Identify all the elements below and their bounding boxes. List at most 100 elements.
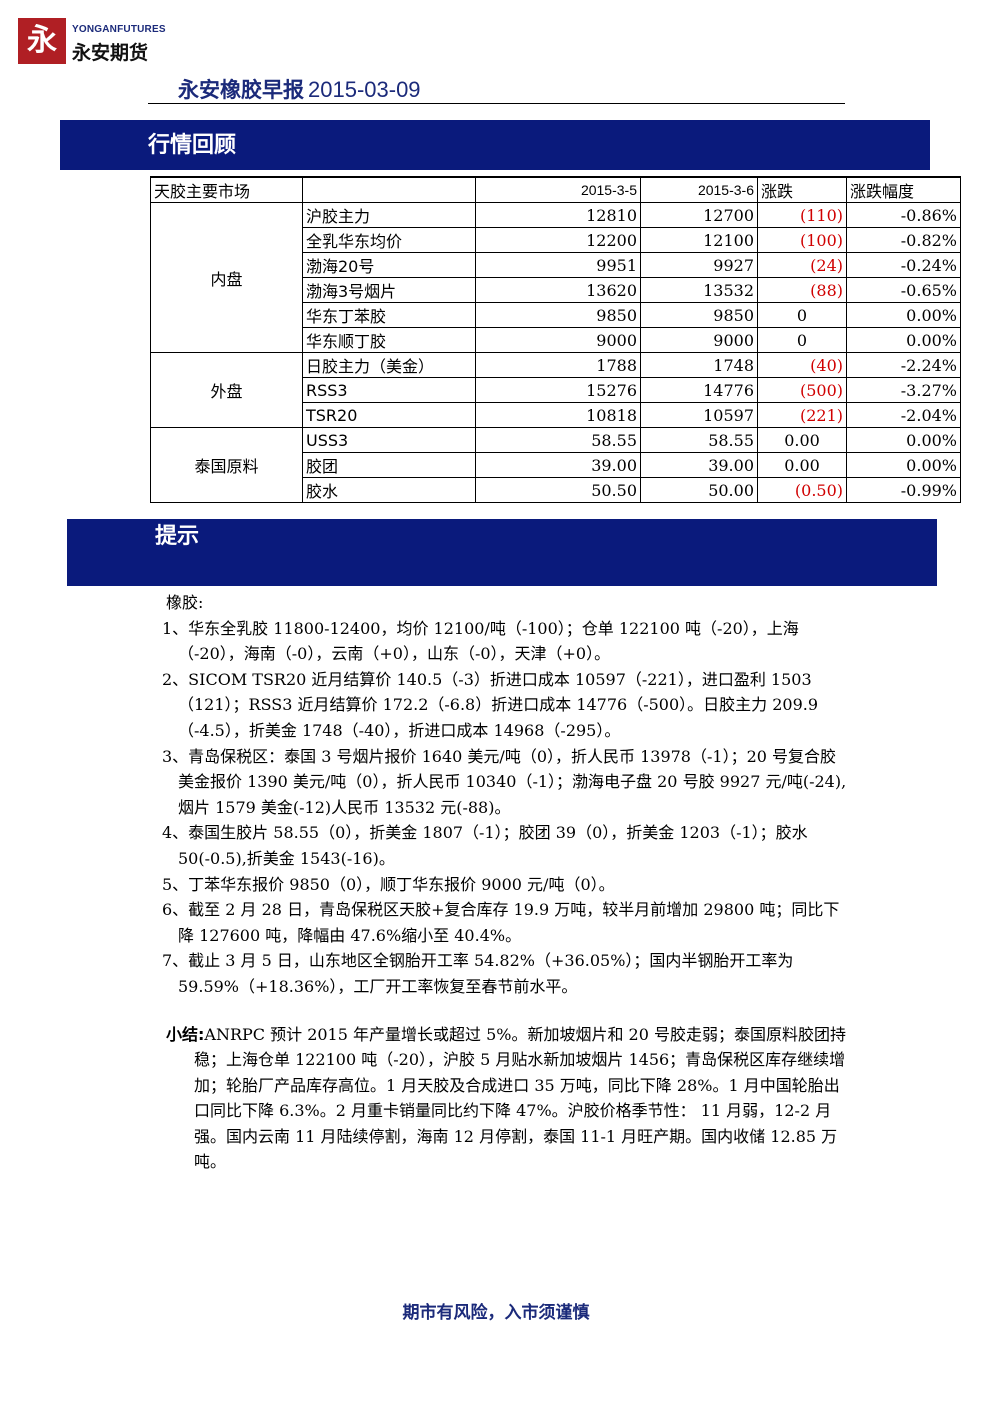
market-name: 全乳华东均价 [302,227,476,253]
notes-list: 1、华东全乳胶 11800-12400，均价 12100/吨（-100）；仓单 … [150,616,850,1000]
value-prev: 10818 [475,402,641,428]
logo-chinese: 永安期货 [72,42,149,64]
section-banner-tips: 提示 [67,519,937,586]
value-curr: 14776 [640,377,758,403]
change-percent: 0.00% [846,327,961,353]
value-curr: 13532 [640,277,758,303]
market-name: TSR20 [302,402,476,428]
change-value: 0.00 [757,427,847,453]
note-item: 7、截止 3 月 5 日，山东地区全钢胎开工率 54.82%（+36.05%）；… [162,951,794,996]
change-value: (221) [757,402,847,428]
change-percent: 0.00% [846,452,961,478]
value-curr: 1748 [640,352,758,378]
group-label: 泰国原料 [150,427,303,503]
change-percent: -2.04% [846,402,961,428]
change-value: (0.50) [757,477,847,503]
note-item: 3、青岛保税区：泰国 3 号烟片报价 1640 美元/吨（0），折人民币 139… [162,746,847,817]
header-cell [302,176,476,203]
header-cell: 2015-3-6 [640,176,758,203]
section-title: 行情回顾 [148,133,237,158]
title-underline [148,103,845,104]
note-item: 6、截至 2 月 28 日，青岛保税区天胶+复合库存 19.9 万吨，较半月前增… [162,900,840,945]
value-prev: 9000 [475,327,641,353]
header-cell: 天胶主要市场 [150,176,303,203]
market-name: RSS3 [302,377,476,403]
change-percent: 0.00% [846,427,961,453]
value-curr: 12700 [640,202,758,228]
market-name: 沪胶主力 [302,202,476,228]
value-curr: 39.00 [640,452,758,478]
value-prev: 12200 [475,227,641,253]
market-name: 渤海3号烟片 [302,277,476,303]
header-cell: 涨跌幅度 [846,176,961,203]
value-curr: 10597 [640,402,758,428]
change-percent: -0.99% [846,477,961,503]
change-percent: -3.27% [846,377,961,403]
logo-mark: 永 [18,18,66,64]
change-value: 0 [757,327,847,353]
value-curr: 9850 [640,302,758,328]
value-curr: 12100 [640,227,758,253]
change-value: (110) [757,202,847,228]
change-value: (88) [757,277,847,303]
header-cell: 2015-3-5 [475,176,641,203]
change-percent: -0.65% [846,277,961,303]
market-name: 华东顺丁胶 [302,327,476,353]
value-prev: 15276 [475,377,641,403]
change-percent: 0.00% [846,302,961,328]
value-prev: 9951 [475,252,641,278]
section-title: 提示 [155,524,200,549]
market-name: 胶水 [302,477,476,503]
change-percent: -0.82% [846,227,961,253]
summary-label: 小结: [166,1024,205,1044]
note-item: 1、华东全乳胶 11800-12400，均价 12100/吨（-100）；仓单 … [162,618,799,664]
value-curr: 9927 [640,252,758,278]
change-value: 0 [757,302,847,328]
title-text: 永安橡胶早报 [178,78,304,102]
change-value: (24) [757,252,847,278]
market-name: 华东丁苯胶 [302,302,476,328]
value-prev: 9850 [475,302,641,328]
logo-english: YONGANFUTURES [72,24,166,35]
market-name: 日胶主力（美金） [302,352,476,378]
note-item: 5、丁苯华东报价 9850（0），顺丁华东报价 9000 元/吨（0）。 [162,874,615,894]
change-percent: -2.24% [846,352,961,378]
note-item: 2、SICOM TSR20 近月结算价 140.5（-3）折进口成本 10597… [162,669,819,740]
section-banner-market-review: 行情回顾 [60,120,930,170]
change-value: 0.00 [757,452,847,478]
value-prev: 12810 [475,202,641,228]
value-prev: 1788 [475,352,641,378]
change-percent: -0.86% [846,202,961,228]
change-value: (500) [757,377,847,403]
header-cell: 涨跌 [757,176,847,203]
change-value: (100) [757,227,847,253]
title-date: 2015-03-09 [308,77,421,102]
company-logo: 永 YONGANFUTURES 永安期货 [18,18,178,66]
value-curr: 9000 [640,327,758,353]
summary-paragraph: 小结:ANRPC 预计 2015 年产量增长或超过 5%。新加坡烟片和 20 号… [150,1022,850,1176]
summary-text: ANRPC 预计 2015 年产量增长或超过 5%。新加坡烟片和 20 号胶走弱… [194,1024,846,1172]
value-prev: 39.00 [475,452,641,478]
group-label: 外盘 [150,352,303,428]
value-prev: 50.50 [475,477,641,503]
market-name: 胶团 [302,452,476,478]
value-curr: 50.00 [640,477,758,503]
value-curr: 58.55 [640,427,758,453]
change-percent: -0.24% [846,252,961,278]
change-value: (40) [757,352,847,378]
note-item: 4、泰国生胶片 58.55（0），折美金 1807（-1）；胶团 39（0），折… [162,823,808,868]
notes-heading: 橡胶: [166,593,204,612]
